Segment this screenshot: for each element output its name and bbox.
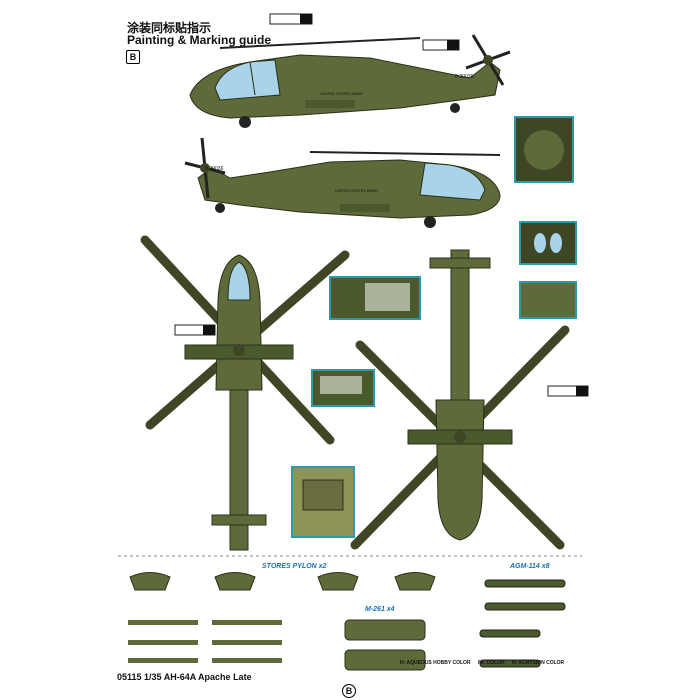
subtitle-hellfire: AGM-114 x8 xyxy=(510,563,550,570)
subtitle-pylon: STORES PYLON x2 xyxy=(262,563,327,570)
legend-h: H: AQUEOUS HOBBY COLOR xyxy=(400,660,471,666)
detail-box-sensor xyxy=(514,116,574,183)
serial-right: 0-30036 xyxy=(205,166,224,172)
footer-code: 05115 1/35 AH-64A Apache Late xyxy=(117,672,252,682)
stores-pylons xyxy=(128,572,436,663)
side-profile-left: UNITED STATES ARMY 0-30036 xyxy=(189,34,511,128)
subtitle-rocket: M-261 x4 xyxy=(365,606,395,613)
detail-box-engine-1 xyxy=(329,276,421,320)
title-chinese: 涂装同标贴指示 xyxy=(127,21,212,35)
detail-box-engine-2 xyxy=(311,369,375,407)
army-text-right: UNITED STATES ARMY xyxy=(335,188,379,193)
color-legend: H: AQUEOUS HOBBY COLOR Mr. COLOR N: ACRY… xyxy=(400,660,570,666)
detail-box-cockpit xyxy=(291,466,355,538)
army-text-top: UNITED STATES ARMY xyxy=(320,91,364,96)
side-profile-right: UNITED STATES ARMY 0-30036 xyxy=(184,137,501,228)
section-badge: B xyxy=(126,50,140,64)
callout-boxes xyxy=(174,13,589,397)
top-view xyxy=(140,235,350,551)
title-english: Painting & Marking guide xyxy=(127,33,272,47)
legend-mr: Mr. COLOR xyxy=(477,660,505,666)
serial-top: 0-30036 xyxy=(455,74,474,80)
legend-n: N: ACRYSION COLOR xyxy=(512,660,565,666)
detail-box-sight-1 xyxy=(519,221,577,265)
rocket-pod xyxy=(344,619,426,671)
detail-box-sight-2 xyxy=(519,281,577,319)
bottom-view xyxy=(350,249,570,550)
footer-section-badge: B xyxy=(342,684,356,698)
hellfire-missiles xyxy=(479,579,566,668)
